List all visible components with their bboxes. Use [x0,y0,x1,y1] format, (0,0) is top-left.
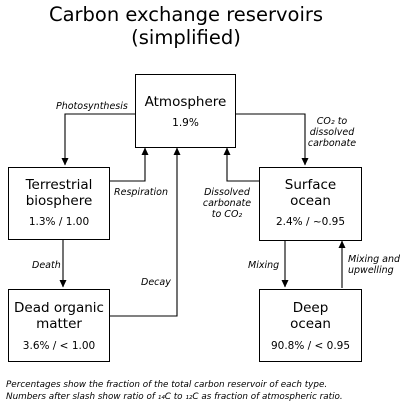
surface-ocean-box: Surface ocean 2.4% / ~0.95 [259,167,362,241]
label-co2-to-carbonate: CO₂ to dissolved carbonate [304,116,360,149]
label-decay: Decay [141,277,171,288]
label-carbonate-to-co2-line-1: Dissolved [204,187,250,198]
label-mixing: Mixing [248,260,280,271]
label-respiration: Respiration [114,187,168,198]
surface-name-line-2: ocean [290,193,331,209]
arrow-decay [110,147,181,317]
atmosphere-box: Atmosphere 1.9% [135,74,236,148]
dead-value: 3.6% / < 1.00 [22,340,96,352]
arrow-respiration [110,147,149,182]
title-line-1: Carbon exchange reservoirs [48,3,324,26]
arrow-photosynthesis [61,113,135,166]
atmosphere-value: 1.9% [172,117,199,129]
footnote-line-1: Percentages show the fraction of the tot… [6,380,328,390]
label-mixing-upwelling-line-2: upwelling [348,265,394,276]
dead-organic-matter-box: Dead organic matter 3.6% / < 1.00 [8,289,110,362]
label-carbonate-to-co2-line-3: to CO₂ [211,209,243,220]
terrestrial-name-line-2: biosphere [25,193,93,209]
diagram-title: Carbon exchange reservoirs (simplified) [0,3,372,49]
deep-ocean-box: Deep ocean 90.8% / < 0.95 [259,289,362,362]
surface-name-line-1: Surface [284,177,337,193]
footnote: Percentages show the fraction of the tot… [6,380,343,403]
title-line-2: (simplified) [131,26,241,49]
footnote-line-2: Numbers after slash show ratio of ₁₄C to… [6,391,343,402]
label-co2-to-carbonate-line-3: carbonate [307,138,357,149]
deep-name-line-2: ocean [290,316,331,332]
arrow-co2-to-carbonate [236,113,309,166]
atmosphere-name: Atmosphere [144,94,227,110]
label-mixing-upwelling: Mixing and upwelling [348,254,400,276]
label-death: Death [32,260,61,271]
dead-name-line-2: matter [36,316,82,332]
terrestrial-name-line-1: Terrestrial [25,177,93,193]
arrow-carbonate-to-co2 [223,147,259,182]
label-co2-to-carbonate-line-2: dissolved [309,127,355,138]
label-mixing-upwelling-line-1: Mixing and [348,254,400,265]
terrestrial-biosphere-box: Terrestrial biosphere 1.3% / 1.00 [8,167,110,240]
label-carbonate-to-co2: Dissolved carbonate to CO₂ [199,187,255,220]
terrestrial-value: 1.3% / 1.00 [28,216,90,228]
surface-value: 2.4% / ~0.95 [275,216,346,228]
label-photosynthesis: Photosynthesis [56,101,128,112]
deep-name-line-1: Deep [292,300,329,316]
label-co2-to-carbonate-line-1: CO₂ to [316,116,348,127]
dead-name-line-1: Dead organic [14,300,104,316]
deep-value: 90.8% / < 0.95 [270,340,351,352]
label-carbonate-to-co2-line-2: carbonate [202,198,252,209]
